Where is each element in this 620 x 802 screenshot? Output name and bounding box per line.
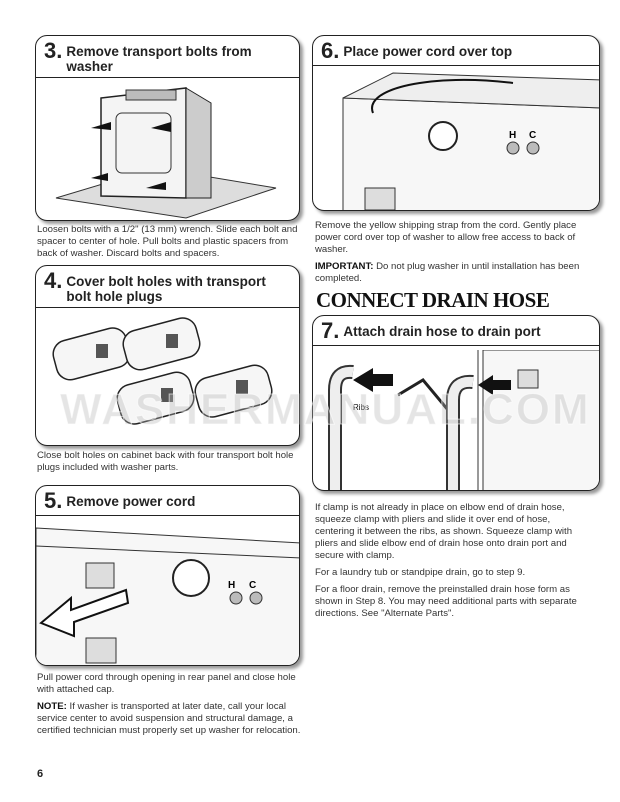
- step-5-box: 5.Remove power cord H C: [35, 485, 300, 666]
- step-3-header: 3.Remove transport bolts from washer: [36, 36, 299, 78]
- step-7-header: 7.Attach drain hose to drain port: [313, 316, 599, 346]
- label-c: C: [249, 580, 256, 591]
- step-number: 7.: [321, 318, 340, 343]
- drain-hose-illustration: Ribs: [313, 350, 599, 490]
- note-label: NOTE:: [37, 701, 67, 712]
- step-number: 4.: [44, 268, 63, 293]
- washer-bolts-illustration: [36, 78, 299, 220]
- step-title: Remove power cord: [66, 494, 196, 509]
- step-title: Attach drain hose to drain port: [343, 324, 541, 339]
- step-6-text: Remove the yellow shipping strap from th…: [315, 220, 585, 290]
- step-3-text: Loosen bolts with a 1/2" (13 mm) wrench.…: [37, 224, 298, 259]
- page-number: 6: [37, 768, 44, 780]
- important-label: IMPORTANT:: [315, 261, 374, 272]
- section-heading: CONNECT DRAIN HOSE: [316, 288, 550, 312]
- step-title: Cover bolt holes with transport bolt hol…: [66, 274, 266, 304]
- step-4-text: Close bolt holes on cabinet back with fo…: [37, 450, 294, 473]
- step-number: 6.: [321, 38, 340, 63]
- bolt-hole-plugs-illustration: [36, 306, 299, 445]
- power-cord-removal-illustration: H C: [36, 518, 299, 665]
- step-number: 5.: [44, 488, 63, 513]
- step-6-body: Remove the yellow shipping strap from th…: [315, 220, 577, 255]
- step-6-important: IMPORTANT: Do not plug washer in until i…: [315, 261, 585, 285]
- step-number: 3.: [44, 38, 63, 63]
- label-c: C: [529, 130, 536, 141]
- step-title: Remove transport bolts from washer: [66, 44, 252, 74]
- step-5-header: 5.Remove power cord: [36, 486, 299, 516]
- step-6-header: 6.Place power cord over top: [313, 36, 599, 66]
- ribs-label: Ribs: [353, 403, 369, 412]
- label-h: H: [509, 130, 516, 141]
- step-7-p3: For a floor drain, remove the preinstall…: [315, 584, 577, 619]
- step-6-box: 6.Place power cord over top H C: [312, 35, 600, 211]
- step-3-box: 3.Remove transport bolts from washer: [35, 35, 300, 221]
- step-7-text: If clamp is not already in place on elbo…: [315, 502, 590, 625]
- step-5-body: Pull power cord through opening in rear …: [37, 672, 296, 695]
- note-text: If washer is transported at later date, …: [37, 701, 301, 736]
- step-7-box: 7.Attach drain hose to drain port Ribs: [312, 315, 600, 491]
- step-5-note: NOTE: If washer is transported at later …: [37, 701, 302, 737]
- step-title: Place power cord over top: [343, 44, 513, 59]
- step-4-box: 4.Cover bolt holes with transport bolt h…: [35, 265, 300, 446]
- step-7-p1: If clamp is not already in place on elbo…: [315, 502, 573, 561]
- important-text: Do not plug washer in until installation…: [315, 261, 580, 284]
- step-5-text: Pull power cord through opening in rear …: [37, 672, 302, 742]
- step-7-p2: For a laundry tub or standpipe drain, go…: [315, 567, 526, 578]
- step-4-header: 4.Cover bolt holes with transport bolt h…: [36, 266, 299, 308]
- label-h: H: [228, 580, 235, 591]
- power-cord-over-top-illustration: H C: [313, 68, 599, 210]
